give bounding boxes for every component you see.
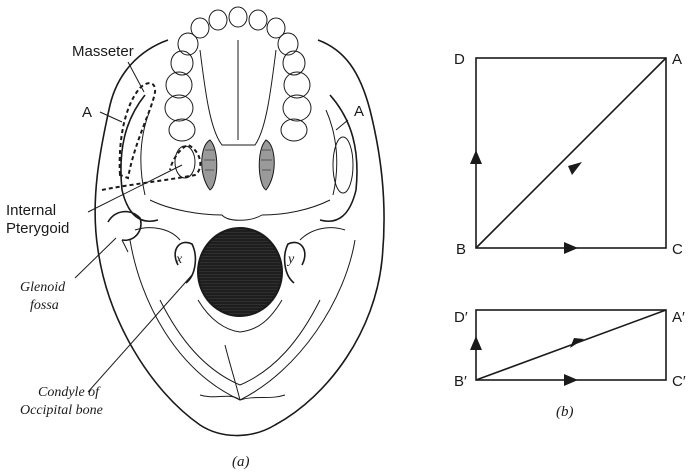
diagonal-prime-arrow — [570, 338, 584, 348]
label-x: x — [175, 252, 183, 267]
caption-b: (b) — [556, 404, 574, 420]
label-c: C — [672, 241, 683, 258]
foramen-magnum — [198, 228, 282, 316]
label-b-prime: B′ — [454, 373, 467, 390]
label-a-left: A — [82, 104, 92, 121]
label-b: B — [456, 241, 466, 258]
caption-a: (a) — [232, 454, 250, 470]
label-condyle-of: Condyle of — [38, 385, 101, 400]
label-masseter: Masseter — [72, 43, 134, 60]
label-c-prime: C′ — [672, 373, 686, 390]
label-pterygoid: Pterygoid — [6, 220, 69, 237]
leader-lines — [75, 62, 348, 392]
diagonal-arrow — [568, 162, 582, 175]
bd-arrow — [470, 150, 482, 164]
diagonal-ba-prime — [476, 310, 666, 380]
rect-diagram — [470, 310, 666, 386]
label-a-right: A — [354, 103, 364, 120]
choanae — [202, 140, 275, 190]
label-a: A — [672, 51, 682, 68]
label-internal: Internal — [6, 202, 56, 219]
label-a-prime: A′ — [672, 309, 685, 326]
label-occipital-bone: Occipital bone — [20, 403, 103, 418]
masseter-outline — [120, 83, 155, 178]
bd-prime-arrow — [470, 336, 482, 350]
bc-prime-arrow — [564, 374, 578, 386]
diagonal-ba — [476, 58, 666, 248]
label-fossa: fossa — [30, 298, 59, 313]
pterygoid-outline — [102, 145, 200, 190]
square-diagram — [470, 58, 666, 254]
bc-arrow — [564, 242, 578, 254]
label-d-prime: D′ — [454, 309, 468, 326]
label-glenoid: Glenoid — [20, 280, 66, 295]
label-d: D — [454, 51, 465, 68]
label-y: y — [286, 252, 295, 267]
skull-drawing — [95, 7, 384, 436]
